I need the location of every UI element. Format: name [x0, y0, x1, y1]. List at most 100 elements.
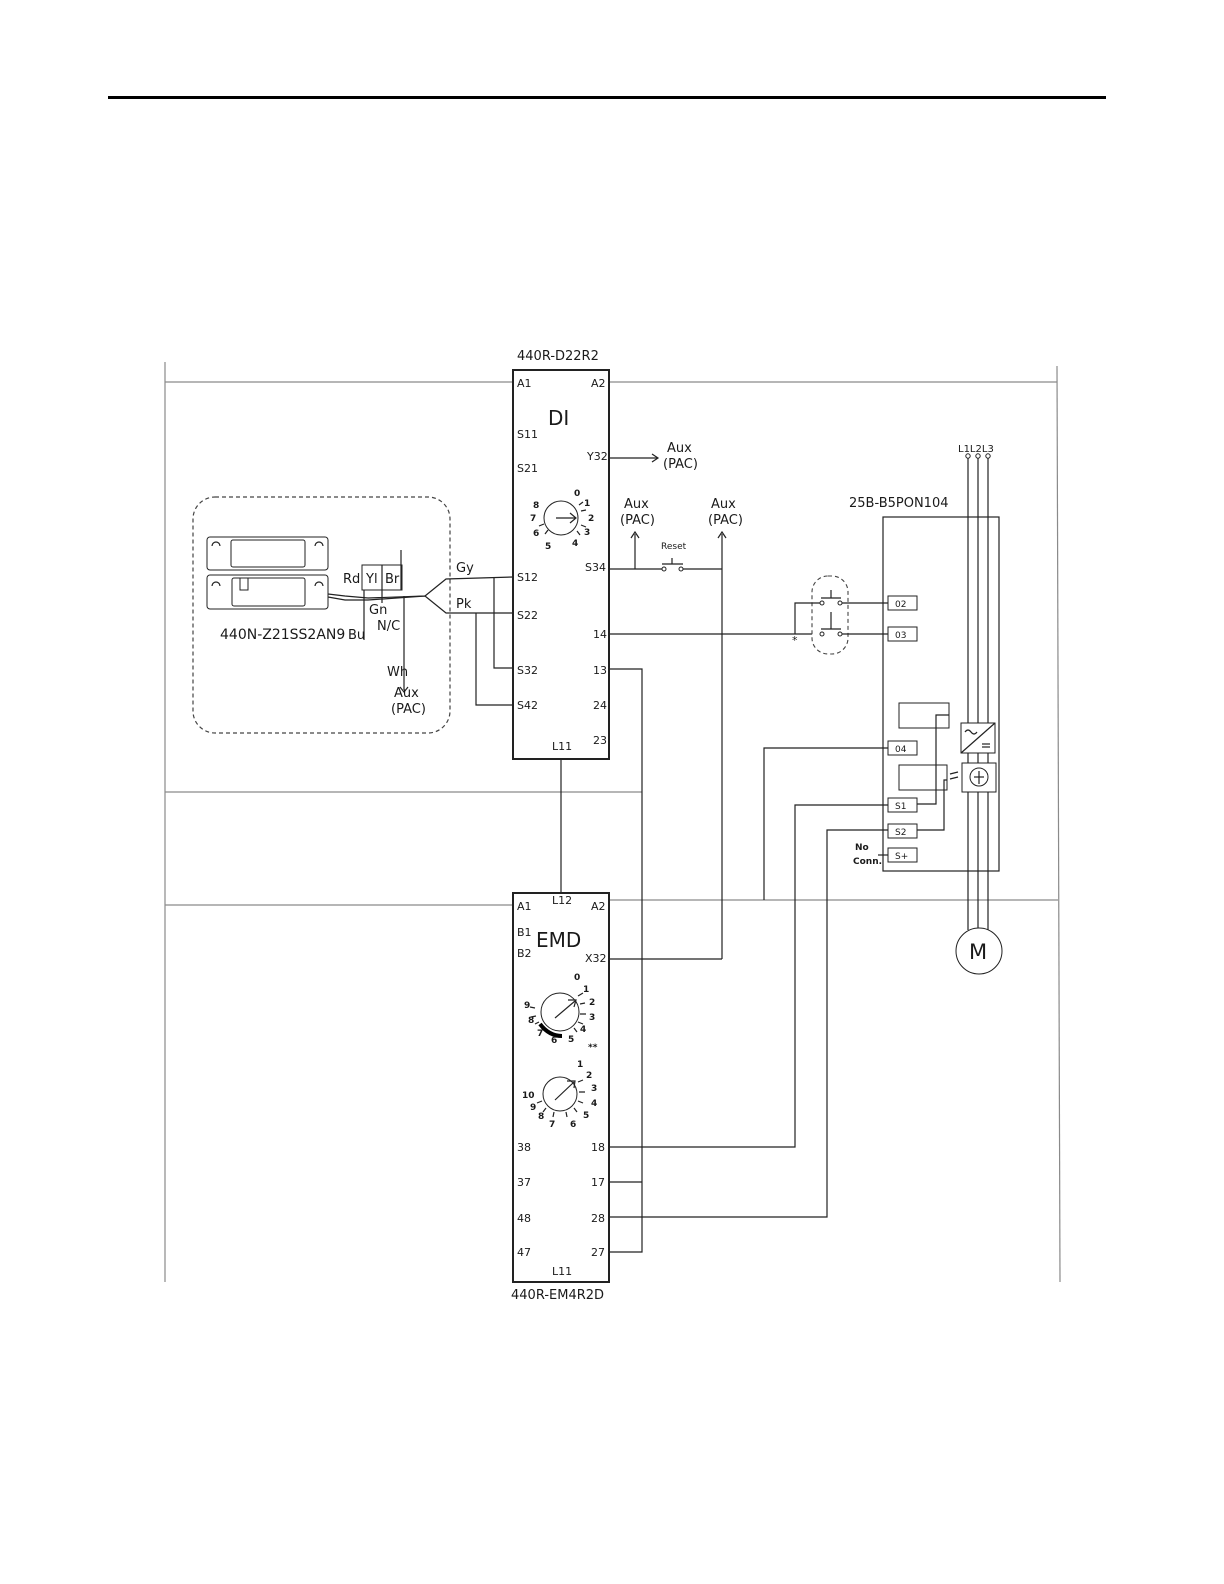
wire-yl: Yl [365, 572, 378, 587]
drive-term-03: 03 [895, 631, 906, 641]
emd-term-38: 38 [517, 1141, 531, 1154]
drive-term-02: 02 [895, 600, 906, 610]
di-term-s32: S32 [517, 664, 538, 677]
no-conn-label: No [855, 843, 869, 853]
emd-term-a2: A2 [591, 900, 606, 913]
x32-pac-label: (PAC) [708, 513, 743, 528]
di-term-y32: Y32 [586, 450, 608, 463]
emd-model-label: 440R-EM4R2D [511, 1288, 604, 1303]
emd-dial1-3: 3 [589, 1013, 595, 1023]
emd-name: EMD [536, 928, 581, 952]
wire-wh: Wh [387, 665, 408, 680]
di-term-13: 13 [593, 664, 607, 677]
asterisk: * [792, 634, 798, 647]
di-dial-3: 3 [584, 528, 590, 538]
wire-nc: N/C [377, 619, 400, 634]
di-term-s21: S21 [517, 462, 538, 475]
emd-dial2-10: 10 [522, 1091, 535, 1101]
emd-dial1-5: 5 [568, 1035, 574, 1045]
di-name: DI [548, 406, 569, 430]
drive-module: 25B-B5PON104 02 03 04 S1 S2 S+ No Conn. [609, 444, 1003, 1218]
emd-dial2-3: 3 [591, 1084, 597, 1094]
di-model-label: 440R-D22R2 [517, 349, 599, 364]
drive-safety-contacts [794, 575, 888, 655]
di-module: 440R-D22R2 DI A1 S11 S21 S12 S22 S32 S42… [475, 349, 610, 760]
di-dial-1: 1 [584, 499, 590, 509]
emd-dial2-7: 7 [549, 1120, 555, 1130]
emd-term-28: 28 [591, 1212, 605, 1225]
emd-dial1-7: 7 [537, 1029, 543, 1039]
emd-term-18: 18 [591, 1141, 605, 1154]
y32-aux-label: Aux [667, 441, 692, 456]
sensor-aux-label: Aux [394, 686, 419, 701]
wire-gn: Gn [369, 603, 387, 618]
di-term-14: 14 [593, 628, 607, 641]
emd-term-b1: B1 [517, 926, 532, 939]
di-dial-6: 6 [533, 529, 539, 539]
wire-pk: Pk [456, 597, 472, 612]
emd-dial-range: 0 1 2 3 4 5 6 7 8 9 ** [524, 973, 598, 1053]
emd-dial1-4: 4 [580, 1025, 586, 1035]
power-rails [164, 362, 1061, 1283]
di-term-a1: A1 [517, 377, 532, 390]
di-term-s34: S34 [585, 561, 606, 574]
di-dial-4: 4 [572, 539, 578, 549]
emd-dial2-4: 4 [591, 1099, 597, 1109]
no-conn-label-2: Conn. [853, 857, 882, 867]
drive-model-label: 25B-B5PON104 [849, 496, 949, 511]
motor-symbol [955, 927, 1003, 975]
s34-aux-label: Aux [624, 497, 649, 512]
di-dial: 0 1 2 3 4 5 6 7 8 [530, 489, 594, 552]
y32-aux: Aux (PAC) [609, 441, 698, 472]
di-dial-2: 2 [588, 514, 594, 524]
emd-dial1-2: 2 [589, 998, 595, 1008]
drive-body [882, 516, 1000, 872]
drive-term-s1: S1 [895, 802, 906, 812]
y32-pac-label: (PAC) [663, 457, 698, 472]
wire-gy: Gy [456, 561, 474, 576]
reset-circuit: Reset Aux (PAC) Aux (PAC) [609, 497, 743, 959]
sensor-pac-label: (PAC) [391, 702, 426, 717]
emd-dial2-9: 9 [530, 1103, 536, 1113]
emd-dial1-1: 1 [583, 985, 589, 995]
wire-rd: Rd [343, 572, 360, 587]
di-dial-8: 8 [533, 501, 539, 511]
s34-pac-label: (PAC) [620, 513, 655, 528]
emd-term-x32: X32 [585, 952, 607, 965]
emd-dial2-1: 1 [577, 1060, 583, 1070]
di-term-s42: S42 [517, 699, 538, 712]
emd-term-48: 48 [517, 1212, 531, 1225]
di-term-23: 23 [593, 734, 607, 747]
emd-dial-time: 1 2 3 4 5 6 7 8 9 10 [522, 1060, 597, 1130]
emd-dial1-0: 0 [574, 973, 580, 983]
phases-label: L1L2L3 [958, 444, 994, 455]
emd-dial1-6: 6 [551, 1036, 557, 1046]
header-rule [108, 96, 1106, 99]
emd-dial2-2: 2 [586, 1071, 592, 1081]
drive-term-s-plus: S+ [895, 852, 908, 862]
di-dial-0: 0 [574, 489, 580, 499]
emd-dial1-mark: ** [588, 1043, 598, 1053]
di-dial-5: 5 [545, 542, 551, 552]
di-term-a2: A2 [591, 377, 606, 390]
emd-term-a1: A1 [517, 900, 532, 913]
di-term-s12: S12 [517, 571, 538, 584]
sensor-model: 440N-Z21SS2AN9 [220, 627, 345, 643]
drive-term-s2: S2 [895, 828, 906, 838]
sensor-group: 440N-Z21SS2AN9 Rd Yl Br Gn N/C Bu Wh Aux… [192, 496, 514, 734]
motor-label: M [969, 940, 987, 964]
emd-dial2-6: 6 [570, 1120, 576, 1130]
di-term-s22: S22 [517, 609, 538, 622]
emd-term-b2: B2 [517, 947, 532, 960]
emd-term-l11: L11 [552, 1265, 572, 1278]
wire-bu: Bu [348, 628, 365, 643]
emd-term-27: 27 [591, 1246, 605, 1259]
di-term-l11: L11 [552, 740, 572, 753]
emd-term-37: 37 [517, 1176, 531, 1189]
emd-dial1-8: 8 [528, 1016, 534, 1026]
x32-aux-label: Aux [711, 497, 736, 512]
di-dial-7: 7 [530, 514, 536, 524]
emd-term-l12: L12 [552, 894, 572, 907]
